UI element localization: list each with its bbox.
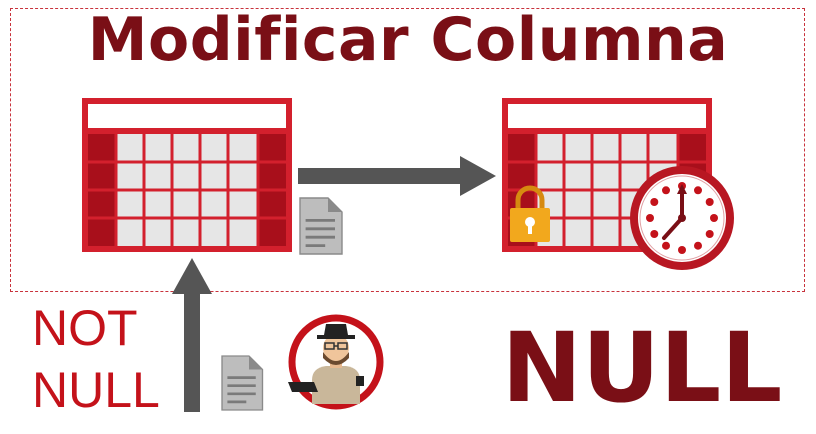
diagram-frame [10,8,805,292]
constraint-text-line-1: NOT [32,300,138,356]
arrow-up-icon [172,258,212,412]
source-table-icon [80,96,294,254]
arrow-right-icon [298,156,496,196]
clock-icon [630,166,734,270]
developer-avatar-icon [288,314,384,410]
constraint-text-line-2: NULL [32,362,160,418]
document-icon-small [220,354,264,412]
lock-icon [510,185,550,242]
page-title: Modificar Columna [87,5,729,75]
document-icon [298,196,344,256]
result-label: NULL [501,312,783,424]
